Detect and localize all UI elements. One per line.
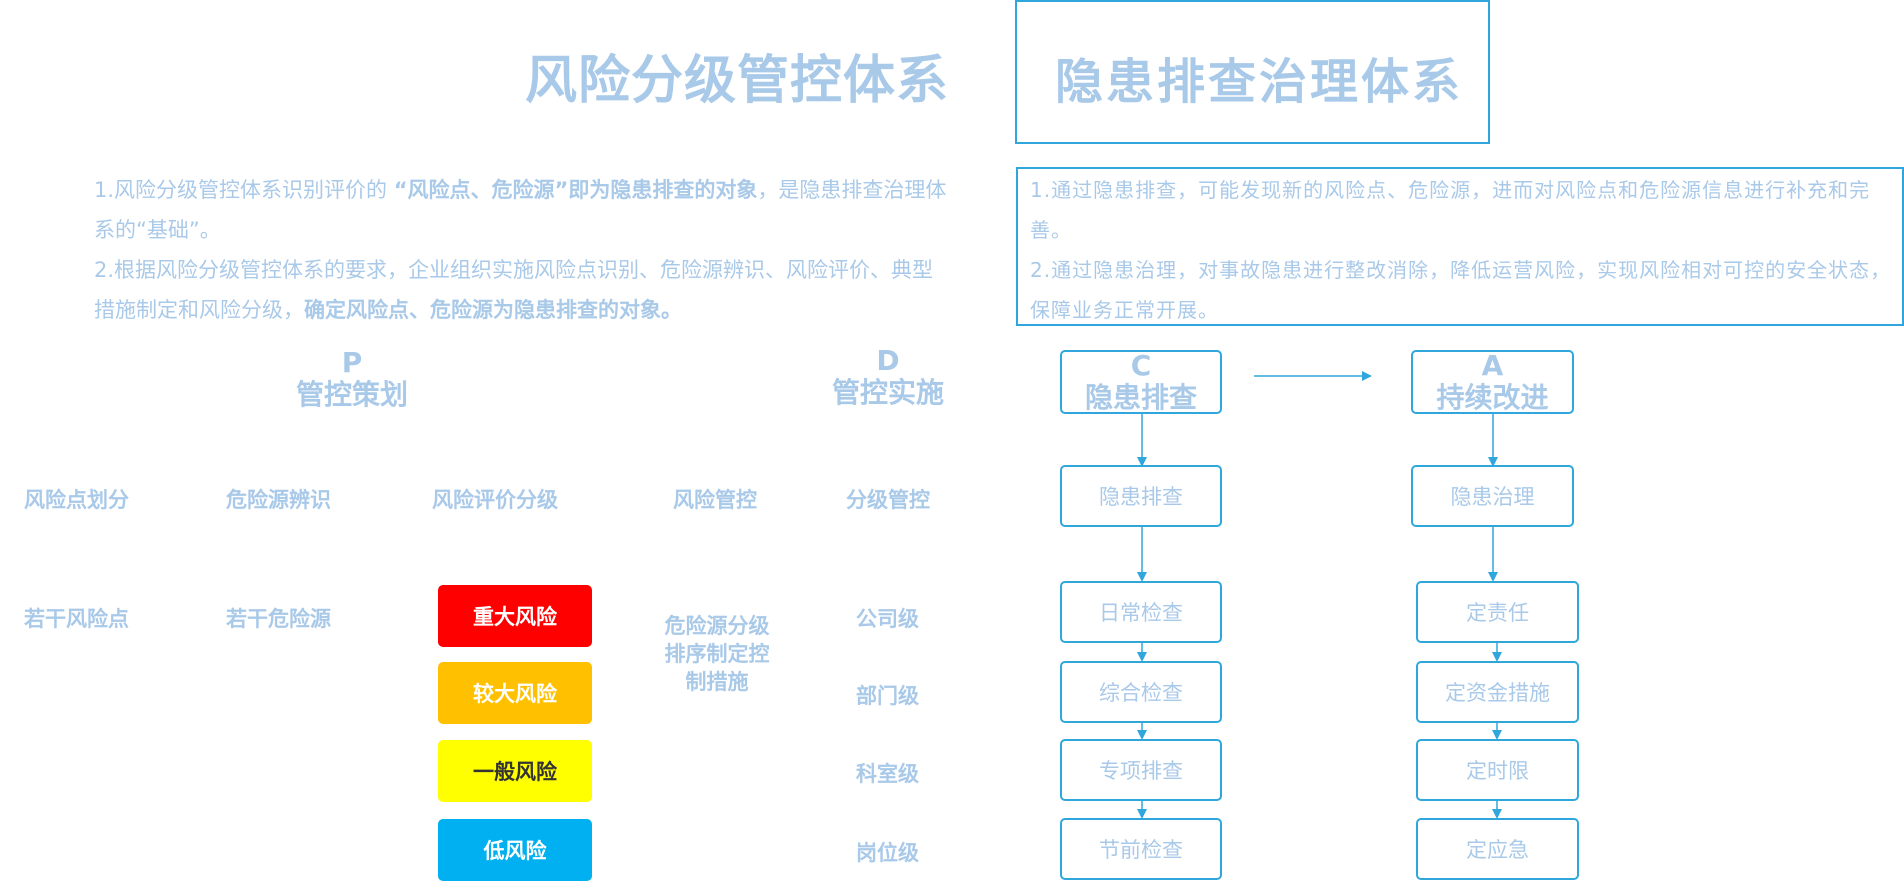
left-para-2-a: 2.根据风险分级管控体系的要求，企业组织实施风险点识别、危险源辨识、风险评价、典… <box>94 258 934 322</box>
c-item-daily-check: 日常检查 <box>1060 581 1222 643</box>
header-risk-evaluation: 风险评价分级 <box>432 488 558 512</box>
header-risk-point: 风险点划分 <box>24 488 129 512</box>
risk-large: 较大风险 <box>438 662 592 724</box>
right-para-1: 1.通过隐患排查，可能发现新的风险点、危险源，进而对风险点和危险源信息进行补充和… <box>1030 178 1871 242</box>
right-para-2: 2.通过隐患治理，对事故隐患进行整改消除，降低运营风险，实现风险相对可控的安全状… <box>1030 258 1892 322</box>
right-title-frame <box>1015 0 1490 144</box>
several-risk-points: 若干风险点 <box>24 607 129 631</box>
a-item-deadline: 定时限 <box>1416 739 1579 801</box>
left-para-1-c: ，是隐患排查治理体系的“基础”。 <box>94 178 947 242</box>
c-item-holiday-check: 节前检查 <box>1060 818 1222 880</box>
left-para-1: 1.风险分级管控体系识别评价的 “风险点、危险源”即为隐患排查的对象，是隐患排查… <box>94 170 954 250</box>
several-hazards: 若干危险源 <box>226 607 331 631</box>
level-company: 公司级 <box>856 607 919 631</box>
risk-general: 一般风险 <box>438 740 592 802</box>
phase-a-name: 持续改进 <box>1436 381 1549 414</box>
phase-d-name: 管控实施 <box>831 376 944 409</box>
level-post: 岗位级 <box>856 841 919 865</box>
header-hazard-id: 危险源辨识 <box>226 488 331 512</box>
right-title: 隐患排查治理体系 <box>1055 54 1464 110</box>
risk-low: 低风险 <box>438 819 592 881</box>
phase-a-letter: A <box>1481 349 1504 382</box>
left-para-2-bold: 确定风险点、危险源为隐患排查的对象。 <box>304 298 682 322</box>
a-item-funding: 定资金措施 <box>1416 661 1579 723</box>
phase-c-letter: C <box>1130 349 1152 382</box>
left-title: 风险分级管控体系 <box>525 51 950 111</box>
level-department: 部门级 <box>856 684 919 708</box>
phase-d-letter: D <box>876 344 900 377</box>
phase-d: D 管控实施 <box>824 346 952 410</box>
header-graded-control: 分级管控 <box>846 488 930 512</box>
c-item-comprehensive-check: 综合检查 <box>1060 661 1222 723</box>
left-para-1-bold: “风险点、危险源”即为隐患排查的对象 <box>393 178 758 202</box>
a-item-rectification: 隐患治理 <box>1411 465 1574 527</box>
header-risk-control: 风险管控 <box>673 488 757 512</box>
phase-p: P 管控策划 <box>290 348 414 412</box>
left-para-2: 2.根据风险分级管控体系的要求，企业组织实施风险点识别、危险源辨识、风险评价、典… <box>94 250 954 330</box>
right-description: 1.通过隐患排查，可能发现新的风险点、危险源，进而对风险点和危险源信息进行补充和… <box>1030 170 1900 330</box>
control-measures-text: 危险源分级排序制定控制措施 <box>664 614 770 694</box>
left-description: 1.风险分级管控体系识别评价的 “风险点、危险源”即为隐患排查的对象，是隐患排查… <box>94 170 954 330</box>
phase-c-name: 隐患排查 <box>1084 381 1197 414</box>
left-para-1-a: 1.风险分级管控体系识别评价的 <box>94 178 394 202</box>
phase-c-box: C 隐患排查 <box>1060 350 1222 414</box>
phase-a-box: A 持续改进 <box>1411 350 1574 414</box>
right-description-frame <box>1016 167 1904 326</box>
a-item-responsibility: 定责任 <box>1416 581 1579 643</box>
phase-p-name: 管控策划 <box>295 378 408 411</box>
risk-major: 重大风险 <box>438 585 592 647</box>
c-item-inspection: 隐患排查 <box>1060 465 1222 527</box>
a-item-emergency: 定应急 <box>1416 818 1579 880</box>
level-section: 科室级 <box>856 762 919 786</box>
phase-p-letter: P <box>341 346 363 379</box>
c-item-special-check: 专项排查 <box>1060 739 1222 801</box>
